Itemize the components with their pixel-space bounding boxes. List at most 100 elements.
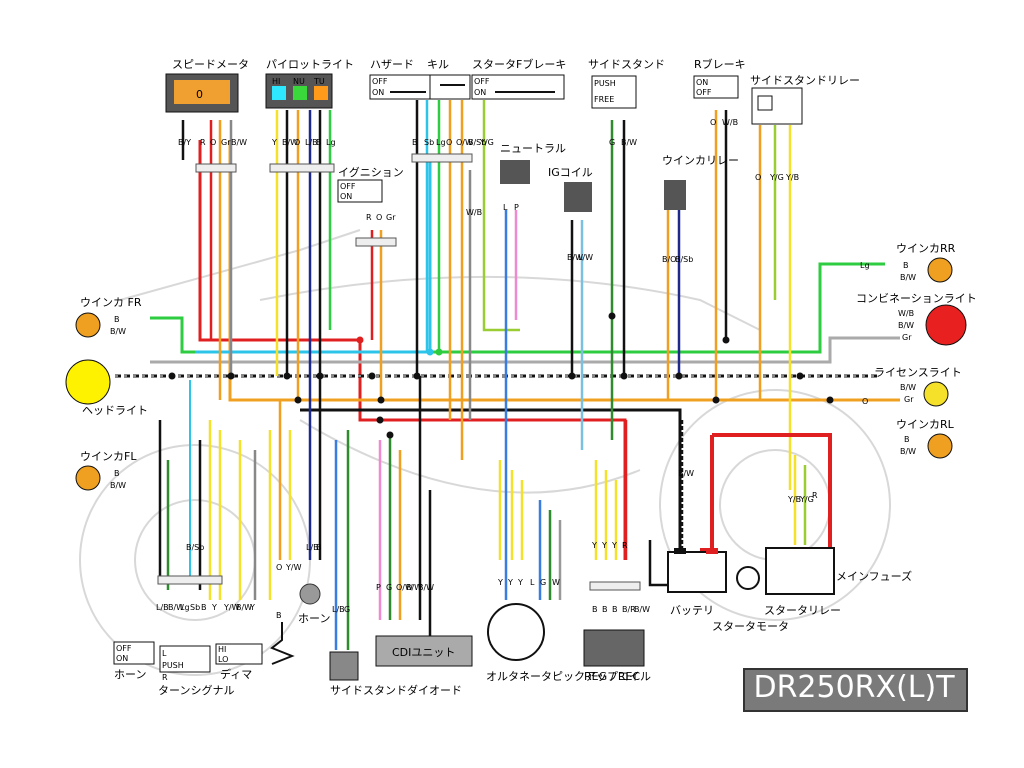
hb-wire-7: B/W xyxy=(236,603,252,612)
combo-wire-0: W/B xyxy=(898,309,914,318)
hb-wire-3: Sb xyxy=(190,603,200,612)
speedo-wire-0: B/Y xyxy=(178,138,191,147)
cdi-label: CDIユニット xyxy=(392,646,455,659)
hazard-wire-0: B xyxy=(412,138,418,147)
hazard-wire-1: Sb xyxy=(424,138,434,147)
speedometer: スピードメータ 0 B/Y R O Gr B/W xyxy=(165,58,249,173)
regrec-bot-0: B xyxy=(592,605,598,614)
regrec-top-0: Y xyxy=(591,541,597,550)
horn-wire-1: Y/W xyxy=(285,563,302,572)
hazard-on: ON xyxy=(372,88,384,97)
side-stand-diode-label: サイドスタンドダイオード xyxy=(330,683,462,697)
main-fuse-label: メインフューズ xyxy=(836,569,912,583)
rl-wire-0: B xyxy=(904,435,910,444)
combo-wire-2: Gr xyxy=(902,333,912,342)
hazard-off: OFF xyxy=(372,77,388,86)
bsb-wire: B/Sb xyxy=(186,543,204,552)
winker-relay: ウインカリレー B/O B/Sb xyxy=(662,154,739,264)
speedo-wire-2: O xyxy=(210,138,216,147)
speedo-wire-3: Gr xyxy=(221,138,231,147)
pilot-wire-1: B/W xyxy=(282,138,298,147)
pilot-light: パイロットライト HI NU TU Y B/W O L/B B Lg xyxy=(265,58,354,173)
headlight-label: ヘッドライト xyxy=(82,404,148,417)
cdi-wire-0: P xyxy=(376,583,381,592)
r-brake-label: Rブレーキ xyxy=(694,57,746,71)
kill-label: キル xyxy=(427,58,449,71)
winker-fr: ウインカ FR B B/W xyxy=(75,296,142,338)
model-name: DR250RX(L)T xyxy=(753,670,955,705)
winker-rl: ウインカRL B B/W xyxy=(896,418,955,459)
side-stand-diode: L/B G サイドスタンドダイオード xyxy=(329,605,462,697)
ign-wire-1: O xyxy=(376,213,382,222)
pilot-wire-0: Y xyxy=(271,138,277,147)
wrelay-wire-0: B/O xyxy=(662,255,676,264)
horn-sw-on: ON xyxy=(116,654,128,663)
ssrelay-wire-0: O xyxy=(755,173,761,182)
license-light-label: ライセンスライト xyxy=(874,366,962,379)
regrec-top-1: Y xyxy=(601,541,607,550)
headlight: ヘッドライト xyxy=(65,359,148,417)
battery: B/W バッテリ xyxy=(667,469,727,617)
winker-rl-label: ウインカRL xyxy=(896,418,955,431)
starter-wire-0: B/Sb xyxy=(468,138,486,147)
winker-fl-label: ウインカFL xyxy=(80,450,137,463)
winker-relay-label: ウインカリレー xyxy=(662,154,739,167)
starter-on: ON xyxy=(474,88,486,97)
ts-push: PUSH xyxy=(162,661,184,670)
ign-wire-0: R xyxy=(366,213,372,222)
starter-motor-label: スタータモータ xyxy=(712,620,789,633)
horn-wire-0: O xyxy=(276,563,282,572)
alt-wire-4: G xyxy=(540,578,546,587)
igcoil-wire-1: L/W xyxy=(578,253,593,262)
pilot-tu: TU xyxy=(313,77,325,86)
side-stand-free: FREE xyxy=(594,95,614,104)
side-stand-label: サイドスタンド xyxy=(588,58,665,71)
license-light: ライセンスライト B/W Gr O xyxy=(862,366,962,407)
side-stand-relay: サイドスタンドリレー O Y/G Y/B xyxy=(750,74,860,182)
relay-wire-1: Y/G xyxy=(799,495,814,504)
alt-wire-0: Y xyxy=(497,578,503,587)
side-stand-relay-label: サイドスタンドリレー xyxy=(750,74,860,87)
pilot-wire-2: O xyxy=(294,138,300,147)
junction-dots xyxy=(168,312,834,439)
ig-coil: IGコイル B/W L/W xyxy=(548,166,593,262)
regrec-bot-2: B xyxy=(612,605,618,614)
winker-fl: ウインカFL B B/W xyxy=(75,450,137,491)
horn-label: ホーン xyxy=(298,612,330,625)
ssrelay-wire-1: Y/G xyxy=(769,173,784,182)
regrec-top-2: Y xyxy=(611,541,617,550)
speedo-wire-4: B/W xyxy=(231,138,247,147)
sidestand-wire-1: B/W xyxy=(621,138,637,147)
dimmer-label: ディマ xyxy=(220,667,252,681)
wrelay-wire-1: B/Sb xyxy=(675,255,693,264)
hazard-wire-2: Lg xyxy=(436,138,446,147)
horn-wire-2: L/B xyxy=(306,543,319,552)
rbrake-wire-1: W/B xyxy=(722,118,738,127)
relay-wire-0: Y/B xyxy=(787,495,801,504)
neutral-switch: ニュートラル L P xyxy=(500,142,566,212)
kill-wire-0: O xyxy=(446,138,452,147)
r-brake-switch: Rブレーキ ON OFF O W/B xyxy=(693,57,746,127)
diode-wire-1: G xyxy=(344,605,350,614)
alt-wire-3: L xyxy=(530,578,535,587)
pilot-light-label: パイロットライト xyxy=(266,58,354,71)
speedometer-display: 0 xyxy=(196,88,203,101)
winker-rr-label: ウインカRR xyxy=(896,242,956,255)
horn-wire-3: B xyxy=(316,543,322,552)
alternator-label: オルタネータピックアップコイル xyxy=(486,670,651,683)
alt-wire-1: Y xyxy=(507,578,513,587)
rbrake-off: OFF xyxy=(696,88,712,97)
ts-r: R xyxy=(162,673,168,682)
horn-conn-wire: B xyxy=(276,611,282,620)
alt-wire-5: W xyxy=(552,578,560,587)
horn-sw-off: OFF xyxy=(116,644,132,653)
regrec-bot-1: B xyxy=(602,605,608,614)
license-wire-1: Gr xyxy=(904,395,914,404)
pilot-wire-3: L/B xyxy=(305,138,318,147)
rbrake-wire-0: O xyxy=(710,118,716,127)
fr-wire-1: B/W xyxy=(110,327,126,336)
pilot-wire-4: B xyxy=(316,138,322,147)
relay-wire-2: R xyxy=(812,491,818,500)
ig-coil-label: IGコイル xyxy=(548,166,593,179)
